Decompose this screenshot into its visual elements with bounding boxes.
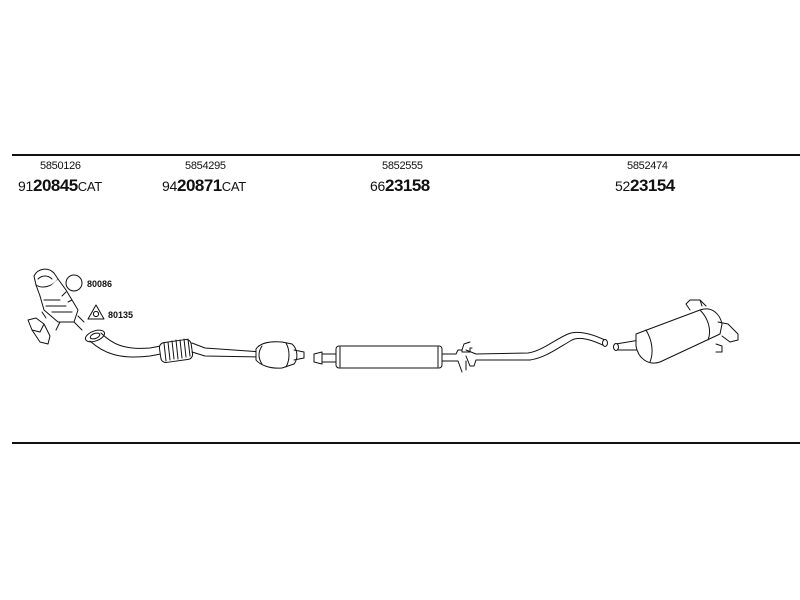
part-number-prefix: 66 [370, 178, 385, 194]
oe-number: 5852555 [382, 160, 423, 172]
oe-number: 5852474 [627, 160, 668, 172]
front-catalyst-drawing [27, 268, 85, 345]
middle-silencer-drawing [313, 331, 608, 373]
part-label-rear-silencer: 5852474 5223154 [615, 160, 675, 197]
part-label-catalyst-underfloor: 5854295 9420871CAT [162, 160, 246, 197]
part-number: 9420871CAT [162, 176, 246, 197]
oe-number: 5850126 [40, 160, 81, 172]
rear-silencer-drawing [613, 299, 739, 364]
top-divider [12, 154, 800, 156]
part-number-suffix: CAT [77, 179, 102, 194]
part-number-main: 23158 [384, 176, 430, 195]
part-number: 5223154 [615, 176, 675, 197]
part-label-middle-silencer: 5852555 6623158 [370, 160, 430, 197]
ring-gasket-icon [65, 274, 83, 292]
oe-number: 5854295 [185, 160, 226, 172]
part-number-main: 20845 [32, 176, 78, 195]
part-number-main: 20871 [176, 176, 222, 195]
front-pipe-drawing [84, 329, 263, 363]
bottom-divider [12, 442, 800, 444]
triangle-gasket-icon [87, 304, 105, 320]
part-number-prefix: 52 [615, 178, 630, 194]
part-number-main: 23154 [629, 176, 675, 195]
part-number-suffix: CAT [221, 179, 246, 194]
part-number: 6623158 [370, 176, 430, 197]
part-number-prefix: 91 [18, 178, 33, 194]
part-label-catalyst-front: 5850126 9120845CAT [18, 160, 102, 197]
part-number: 9120845CAT [18, 176, 102, 197]
triangle-gasket-number: 80135 [108, 310, 133, 320]
part-number-prefix: 94 [162, 178, 177, 194]
ring-gasket-number: 80086 [87, 279, 112, 289]
underfloor-catalyst-drawing [255, 341, 305, 369]
